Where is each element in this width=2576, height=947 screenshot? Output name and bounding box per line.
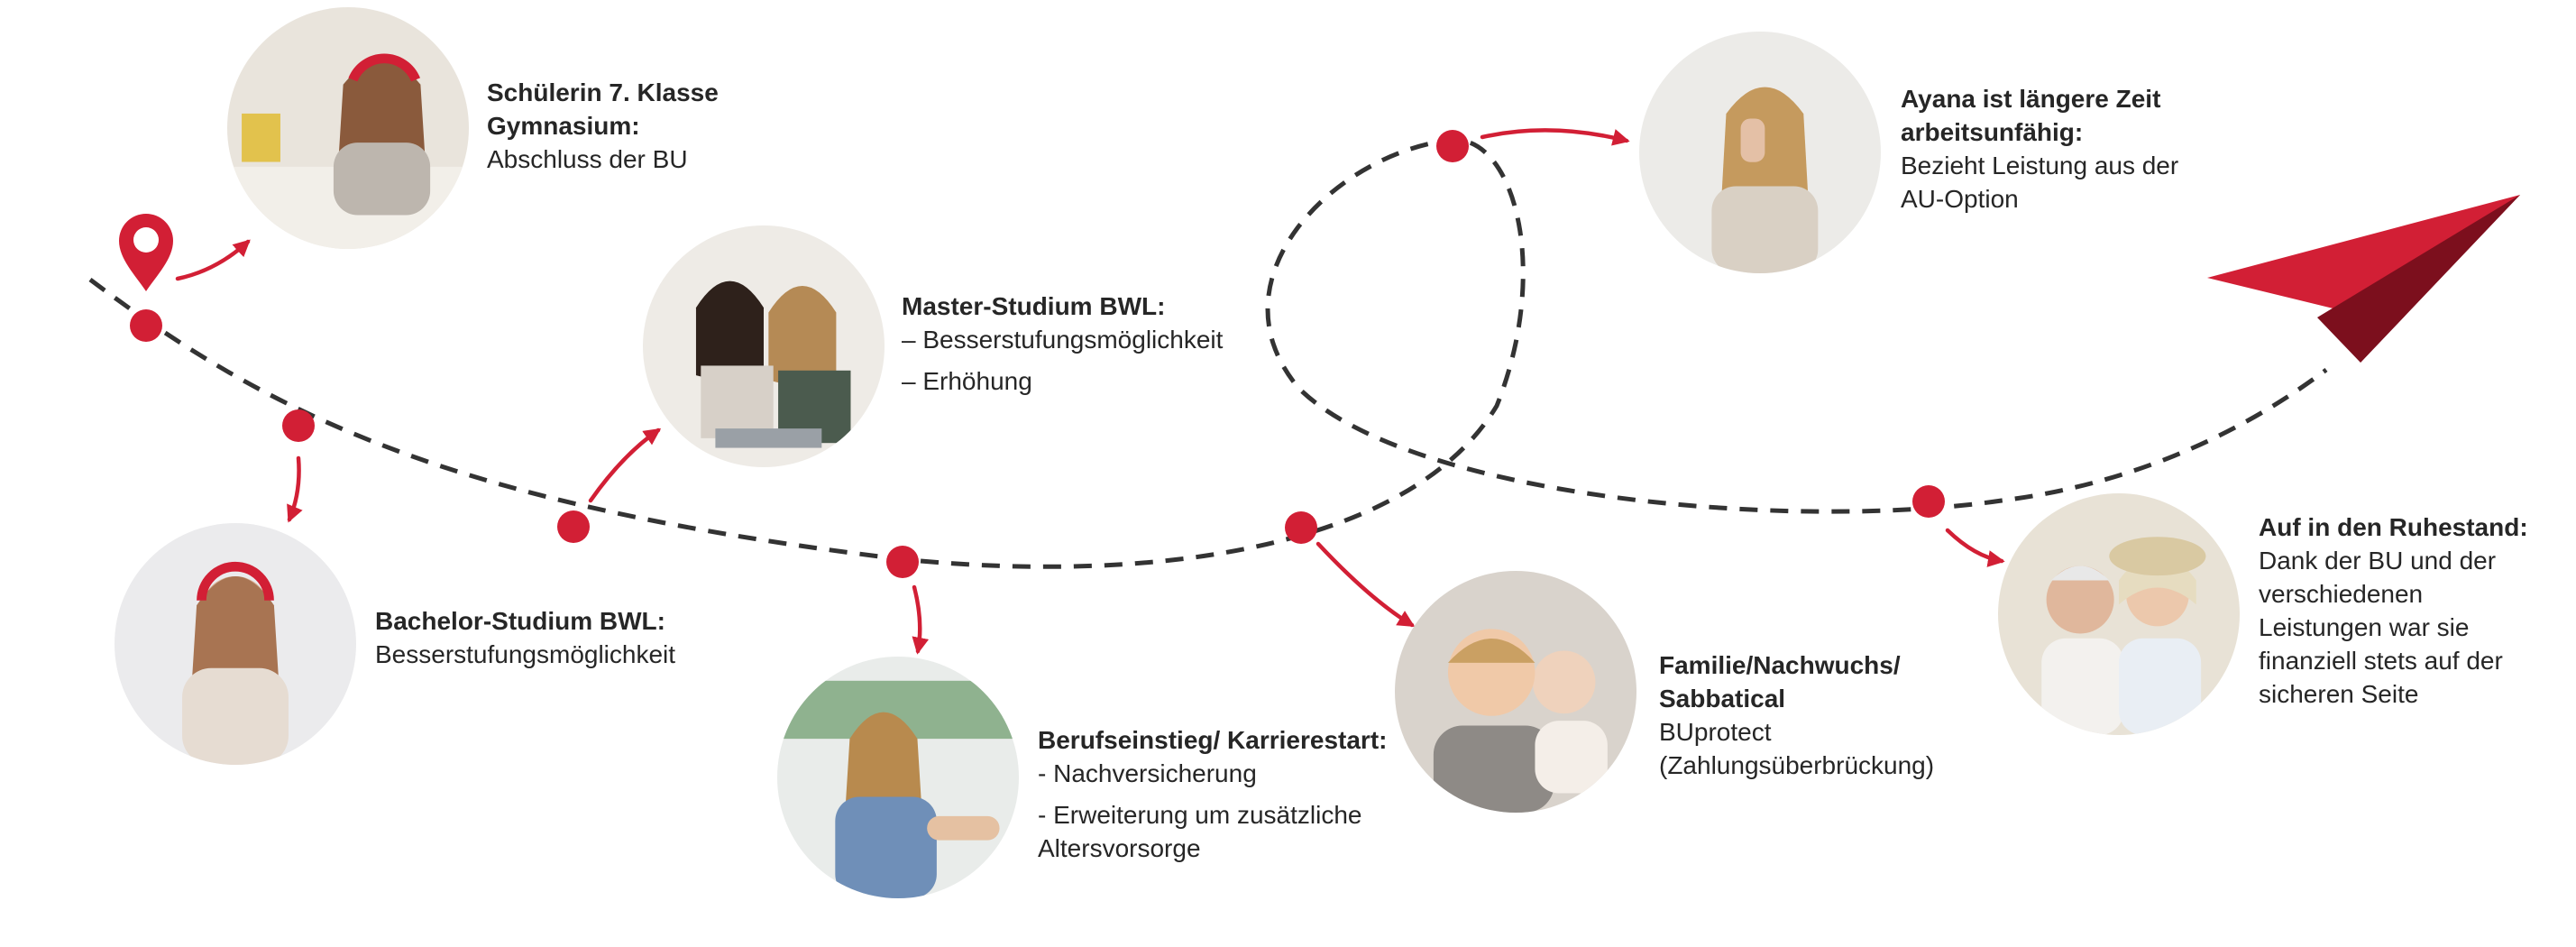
milestone-detail: Dank der BU und der verschiedenen Leistu… [2259, 547, 2503, 708]
smiling-children-photo [1395, 571, 1636, 813]
milestone-label-school: Schülerin 7. Klasse Gymnasium: Abschluss… [487, 76, 811, 176]
arrow-school [175, 239, 251, 281]
arrow-career [912, 584, 930, 655]
location-pin-icon [119, 214, 173, 291]
arrow-master [588, 428, 662, 503]
handshake-woman-photo [777, 657, 1019, 898]
milestone-detail: – Besserstufungsmöglichkeit [902, 326, 1224, 354]
girl-with-headphones-drawing-photo [227, 7, 469, 249]
milestone-title: Ayana ist längere Zeit arbeitsunfähig: [1901, 85, 2161, 146]
dashed-journey-path [88, 137, 2328, 569]
milestone-dot [557, 510, 590, 543]
milestone-detail: - Erweiterung um zusätzliche Altersvorso… [1038, 801, 1362, 862]
milestone-detail: Abschluss der BU [487, 145, 688, 173]
milestone-dot [1912, 485, 1945, 518]
milestone-label-master: Master-Studium BWL: – Besserstufungsmögl… [902, 290, 1298, 398]
milestone-label-bachelor: Bachelor-Studium BWL: Besserstufungsmögl… [375, 604, 772, 671]
milestone-dot [130, 309, 162, 342]
two-students-laptop-photo [643, 225, 885, 467]
milestone-detail: - Nachversicherung [1038, 759, 1257, 787]
young-woman-with-headphones-photo [115, 523, 356, 765]
milestone-label-family: Familie/Nachwuchs/ Sabbatical BUprotect … [1659, 648, 1975, 782]
milestone-title: Auf in den Ruhestand: [2259, 513, 2528, 541]
milestone-dot [282, 409, 315, 442]
milestone-title: Schülerin 7. Klasse Gymnasium: [487, 78, 719, 140]
milestone-dot [1436, 130, 1469, 162]
arrow-family [1316, 541, 1416, 628]
milestone-title: Master-Studium BWL: [902, 292, 1166, 320]
milestone-title: Berufseinstieg/ Karrierestart: [1038, 726, 1388, 754]
paper-plane-icon [2207, 195, 2520, 363]
milestone-label-retirement: Auf in den Ruhestand: Dank der BU und de… [2259, 510, 2547, 711]
milestone-label-au: Ayana ist längere Zeit arbeitsunfähig: B… [1901, 82, 2189, 216]
milestone-label-career: Berufseinstieg/ Karrierestart: - Nachver… [1038, 723, 1398, 865]
arrow-bachelor [287, 455, 303, 523]
milestone-dot [1285, 511, 1317, 544]
milestone-detail: BUprotect (Zahlungsüberbrückung) [1659, 718, 1935, 779]
milestone-detail: Besserstufungsmöglichkeit [375, 640, 676, 668]
woman-with-headache-photo [1639, 32, 1881, 273]
arrow-au [1480, 128, 1630, 146]
senior-couple-photo [1998, 493, 2240, 735]
milestone-detail: Bezieht Leistung aus der AU-Option [1901, 152, 2179, 213]
milestone-detail: – Erhöhung [902, 367, 1032, 395]
milestone-title: Familie/Nachwuchs/ Sabbatical [1659, 651, 1901, 713]
milestone-title: Bachelor-Studium BWL: [375, 607, 665, 635]
milestone-dot [886, 546, 919, 578]
arrow-retirement [1945, 528, 2005, 567]
